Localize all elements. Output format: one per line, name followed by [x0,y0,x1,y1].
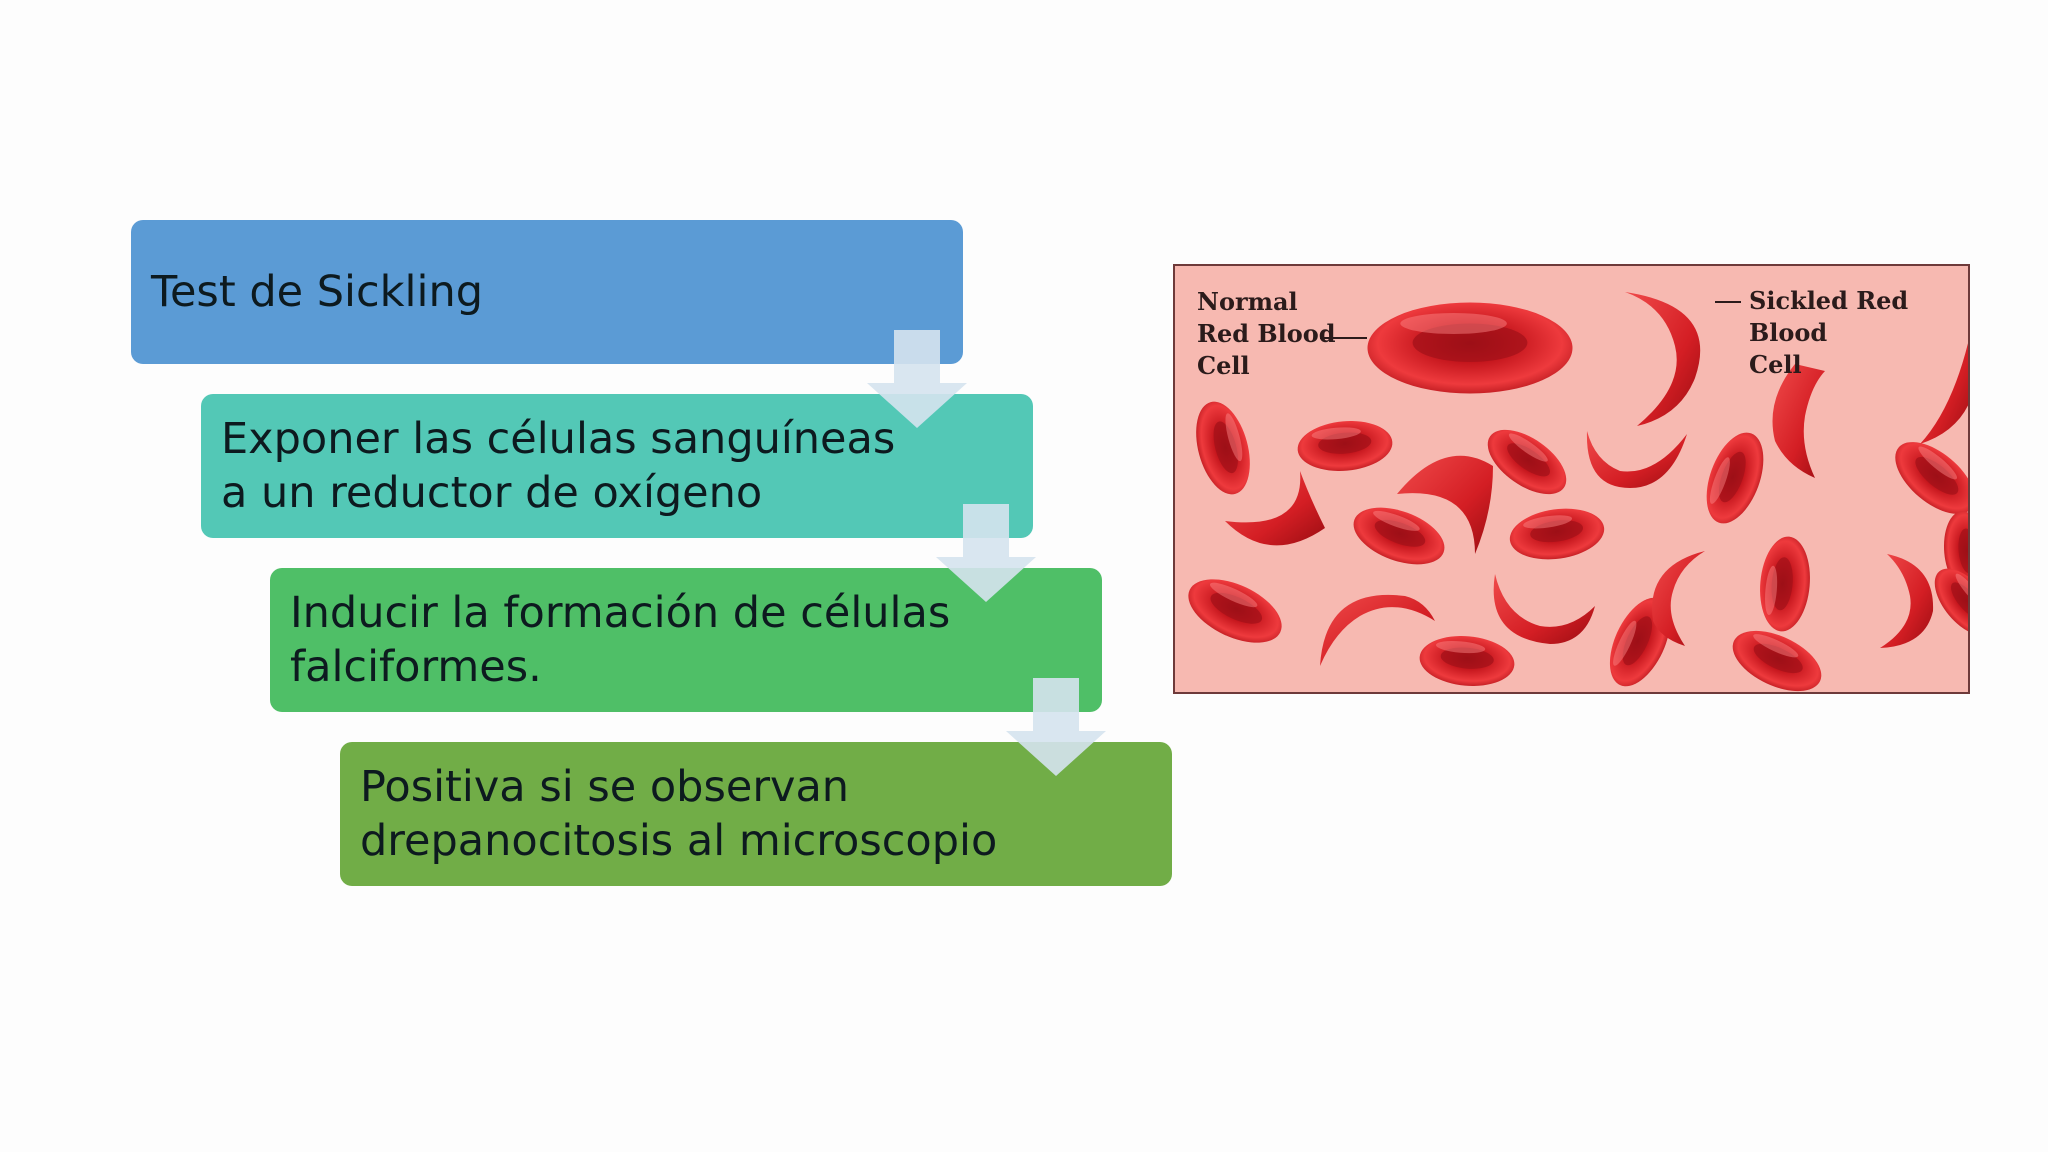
red-blood-cell [1345,496,1453,576]
down-arrow-icon [936,504,1036,602]
step-label: Inducir la formación de células falcifor… [290,588,951,692]
sickled-red-blood-cell [1625,292,1701,426]
sickled-red-blood-cell [1652,551,1705,646]
step-positive-result: Positiva si se observan drepanocitosis a… [340,742,1172,886]
sickled-red-blood-cell [1397,455,1493,554]
down-arrow-icon [1006,678,1106,776]
sickled-red-blood-cell [1772,364,1825,478]
down-arrow-icon [867,330,967,428]
sickled-red-blood-cell [1586,431,1687,488]
red-blood-cell [1756,534,1814,634]
red-blood-cell [1186,395,1260,501]
sickled-red-blood-cell [1493,574,1595,644]
red-blood-cell [1506,502,1608,566]
blood-cells-drawing [1178,292,1968,692]
red-blood-cell [1417,632,1517,690]
red-blood-cell [1295,417,1395,475]
step-label: Positiva si se observan drepanocitosis a… [360,762,998,866]
sickled-red-blood-cell [1225,471,1325,546]
normal-cell-label: Normal Red Blood Cell [1197,287,1336,380]
sickled-cell-label: Sickled Red Blood Cell [1749,286,1909,379]
step-label: Test de Sickling [151,267,483,317]
sickled-red-blood-cell [1880,554,1934,648]
sickled-red-blood-cell [1920,343,1968,444]
red-blood-cell [1476,417,1578,507]
red-blood-cell [1178,566,1292,656]
step-test-de-sickling: Test de Sickling [131,220,963,364]
blood-cells-illustration: Normal Red Blood Cell Sickled Red Blood … [1173,264,1970,694]
step-expose-cells: Exponer las células sanguíneas a un redu… [201,394,1033,538]
sickled-red-blood-cell [1320,594,1435,666]
step-label: Exponer las células sanguíneas a un redu… [221,414,896,518]
normal-red-blood-cell [1367,302,1573,394]
step-induce-sickling: Inducir la formación de células falcifor… [270,568,1102,712]
red-blood-cell [1695,424,1775,532]
